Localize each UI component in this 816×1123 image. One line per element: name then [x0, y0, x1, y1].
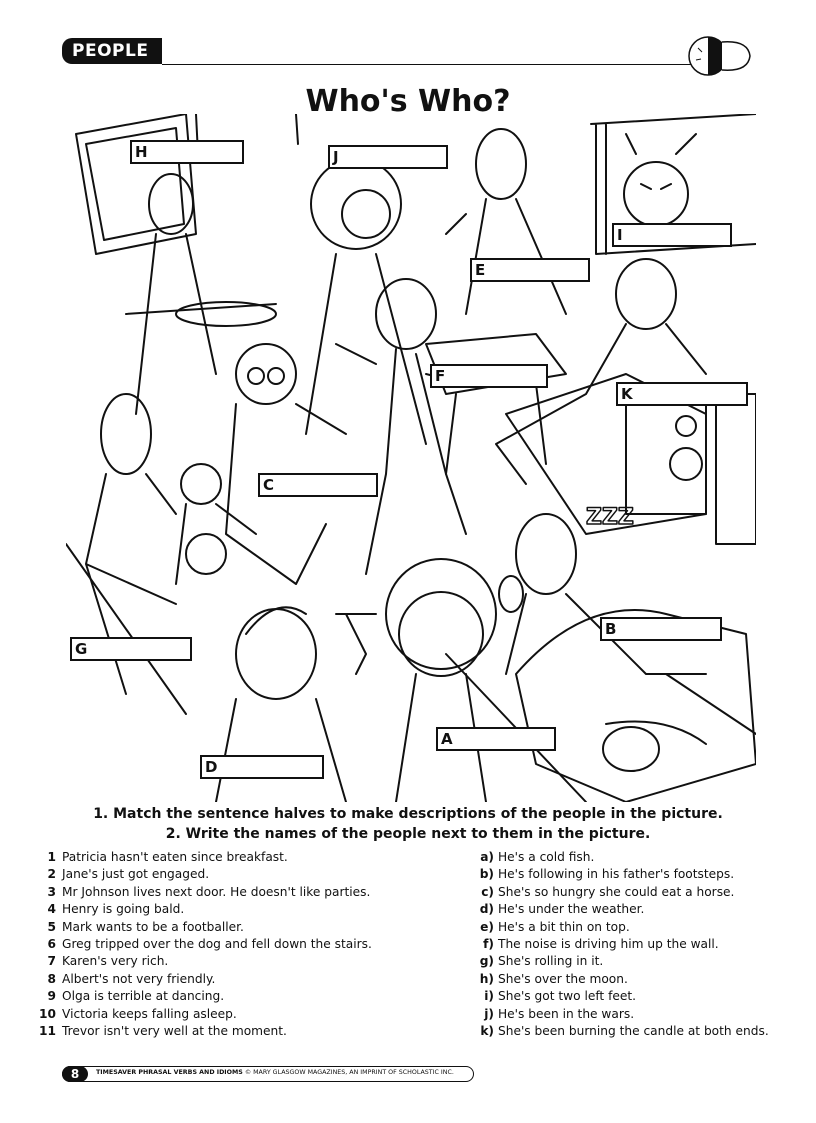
- label-box-a[interactable]: A: [436, 727, 556, 751]
- label-box-i[interactable]: I: [612, 223, 732, 247]
- page-number: 8: [62, 1066, 88, 1082]
- ending-row: c)She's so hungry she could eat a horse.: [481, 884, 735, 899]
- ending-row: f)The noise is driving him up the wall.: [483, 936, 719, 951]
- label-box-h[interactable]: H: [130, 140, 244, 164]
- label-box-b[interactable]: B: [600, 617, 722, 641]
- label-box-c[interactable]: C: [258, 473, 378, 497]
- instruction-line-1: 1. Match the sentence halves to make des…: [93, 806, 723, 822]
- ending-row: k)She's been burning the candle at both …: [480, 1023, 769, 1038]
- label-box-e[interactable]: E: [470, 258, 590, 282]
- ending-row: d)He's under the weather.: [479, 902, 645, 917]
- page-title: Who's Who?: [305, 84, 511, 119]
- label-box-d[interactable]: D: [200, 755, 324, 779]
- svg-text:ZZZ: ZZZ: [586, 505, 634, 530]
- label-box-g[interactable]: G: [70, 637, 192, 661]
- party-cartoon: ZZZ: [66, 114, 756, 802]
- instructions: 1. Match the sentence halves to make des…: [0, 804, 816, 844]
- ending-list: a)He's a cold fish. b)He's following in …: [476, 849, 769, 1040]
- header-rule: [162, 64, 692, 65]
- ending-row: a)He's a cold fish.: [480, 850, 595, 864]
- label-box-f[interactable]: F: [430, 364, 548, 388]
- ending-row: i)She's got two left feet.: [484, 989, 637, 1004]
- instruction-line-2: 2. Write the names of the people next to…: [165, 826, 651, 842]
- section-tag: PEOPLE: [62, 38, 162, 64]
- footer-credit: TIMESAVER PHRASAL VERBS AND IDIOMS © MAR…: [96, 1069, 454, 1076]
- label-box-k[interactable]: K: [616, 382, 748, 406]
- ending-row: j)He's been in the wars.: [484, 1006, 635, 1021]
- label-box-j[interactable]: J: [328, 145, 448, 169]
- ending-row: e)He's a bit thin on top.: [480, 919, 630, 934]
- ending-row: b)He's following in his father's footste…: [479, 867, 735, 882]
- ending-row: h)She's over the moon.: [479, 971, 628, 986]
- ending-row: g)She's rolling in it.: [479, 954, 604, 969]
- speech-bubble-logo-icon: [688, 36, 751, 76]
